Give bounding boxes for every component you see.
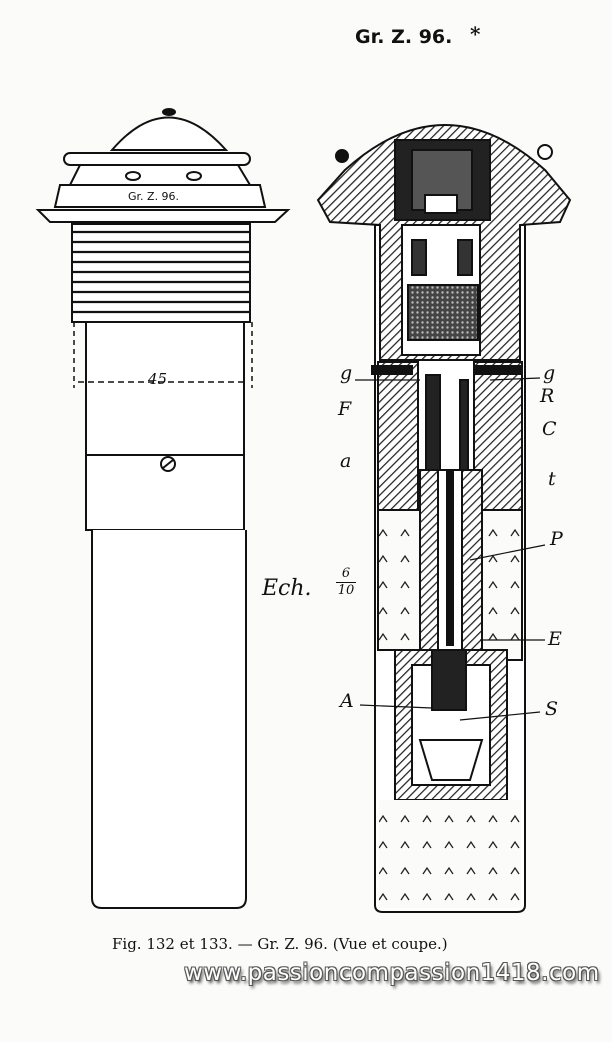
label-g-right: g [543,362,556,384]
label-C: C [542,418,557,440]
engraving-text: Gr. Z. 96. [128,190,179,203]
figure-title: Gr. Z. 96. [355,26,453,48]
scale-fraction: 6 10 [336,566,356,599]
section-view [316,124,572,913]
label-R: R [540,385,555,407]
label-g-left: g [340,362,353,384]
label-P: P [550,528,563,550]
figure-caption: Fig. 132 et 133. — Gr. Z. 96. (Vue et co… [112,935,448,953]
label-F: F [338,398,352,420]
label-a: a [340,450,352,472]
dimension-label: 45 [148,370,168,388]
scale-numerator: 6 [336,566,356,583]
exterior-view: Gr. Z. 96. [35,108,291,909]
label-E: E [548,628,562,650]
label-A: A [340,690,354,712]
asterisk-mark: * [470,22,481,46]
scale-label: Ech. [262,576,312,601]
scale-denominator: 10 [337,583,355,598]
watermark: www.passioncompassion1418.com [184,960,600,986]
label-S: S [545,698,559,720]
label-t: t [548,468,556,490]
